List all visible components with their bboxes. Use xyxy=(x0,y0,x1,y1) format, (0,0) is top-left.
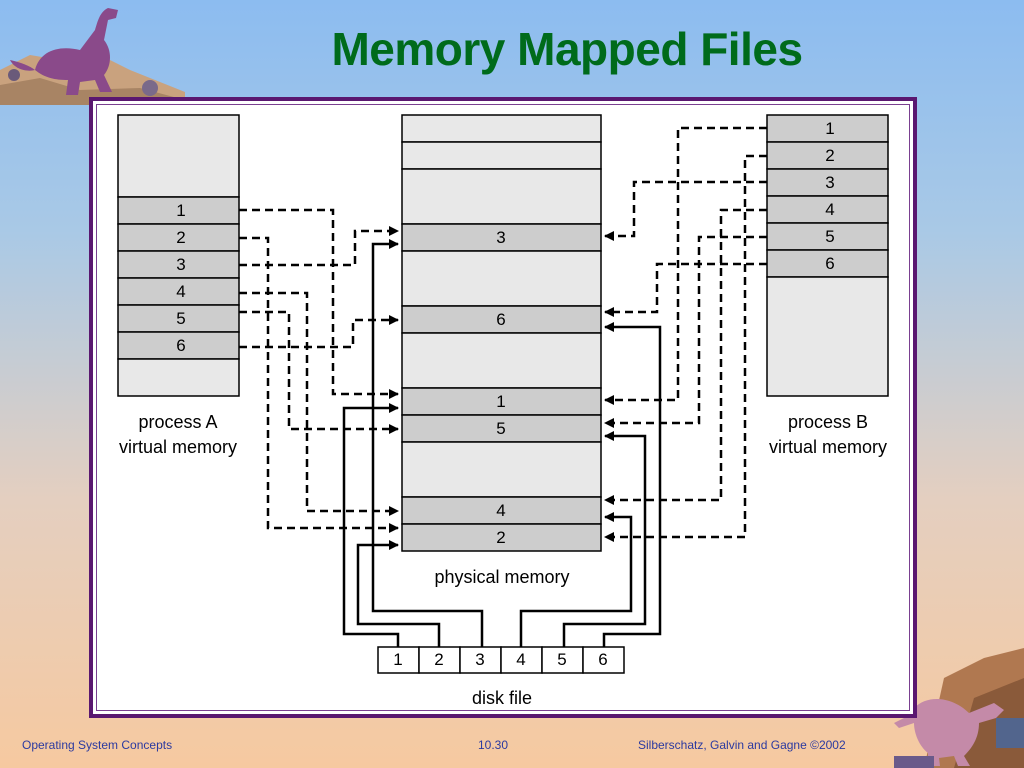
physical-frame-4: 4 xyxy=(401,496,602,525)
process-b-page-label: 6 xyxy=(825,254,834,273)
dinosaur-bottom-right-icon xyxy=(894,648,1024,768)
mapping-a6-to-frame6 xyxy=(239,315,399,349)
process-a-sublabel: virtual memory xyxy=(119,437,237,457)
process-b-page-3: 3 xyxy=(766,168,889,197)
process-a-page-label: 5 xyxy=(176,309,185,328)
mapping-a2-to-frame2 xyxy=(239,236,399,533)
process-a-page-4: 4 xyxy=(117,277,240,306)
physical-frame-label: 4 xyxy=(496,501,505,520)
disk-block-label: 6 xyxy=(598,650,607,669)
physical-frame-label: 6 xyxy=(496,310,505,329)
physical-frame-label: 3 xyxy=(496,228,505,247)
mapping-b1-to-frame1 xyxy=(604,126,767,405)
disk-mappings xyxy=(342,239,662,647)
disk-block4-to-frame4 xyxy=(519,512,633,647)
disk-block-label: 5 xyxy=(557,650,566,669)
disk-block-4: 4 xyxy=(500,646,543,674)
physical-frame-empty xyxy=(401,250,602,307)
footer-left-text: Operating System Concepts xyxy=(22,738,173,752)
process-b-page-6: 6 xyxy=(766,249,889,278)
footer-page-number: 10.30 xyxy=(478,738,509,752)
disk-block6-to-frame6 xyxy=(602,322,662,647)
disk-block-5: 5 xyxy=(541,646,584,674)
physical-frame-3: 3 xyxy=(401,223,602,252)
process-b-sublabel: virtual memory xyxy=(769,437,887,457)
process-a-page-1: 1 xyxy=(117,196,240,225)
process-b-label: process B xyxy=(788,412,868,432)
process-b-page-label: 1 xyxy=(825,119,834,138)
process-a-page-label: 6 xyxy=(176,336,185,355)
mapping-a1-to-frame1 xyxy=(239,208,399,399)
physical-frame-empty xyxy=(401,168,602,225)
disk-block-3: 3 xyxy=(459,646,502,674)
disk-block-1: 1 xyxy=(377,646,420,674)
process-b-empty-bottom xyxy=(766,276,889,397)
process-b-memory: 1 2 3 4 5 6 process B virtual memory xyxy=(766,114,889,457)
disk-block3-to-frame3 xyxy=(371,239,484,647)
mapping-b3-to-frame3 xyxy=(604,180,767,241)
process-b-mappings xyxy=(604,126,767,542)
process-a-label: process A xyxy=(138,412,217,432)
physical-memory-label: physical memory xyxy=(434,567,569,587)
process-b-page-4: 4 xyxy=(766,195,889,224)
slide-title: Memory Mapped Files xyxy=(331,23,803,75)
physical-frame-label: 5 xyxy=(496,419,505,438)
process-b-page-label: 2 xyxy=(825,146,834,165)
process-a-page-label: 3 xyxy=(176,255,185,274)
disk-block-label: 1 xyxy=(393,650,402,669)
process-b-page-1: 1 xyxy=(766,114,889,143)
mapping-b5-to-frame5 xyxy=(604,235,767,428)
process-a-page-label: 4 xyxy=(176,282,185,301)
process-a-page-2: 2 xyxy=(117,223,240,252)
physical-frame-2: 2 xyxy=(401,523,602,552)
mapping-b2-to-frame2 xyxy=(604,154,767,542)
mapping-b4-to-frame4 xyxy=(604,208,767,505)
disk-file-label: disk file xyxy=(472,688,532,708)
process-b-page-label: 4 xyxy=(825,200,834,219)
process-a-page-label: 2 xyxy=(176,228,185,247)
process-b-page-label: 3 xyxy=(825,173,834,192)
physical-frame-empty xyxy=(401,332,602,389)
disk-block2-to-frame2 xyxy=(356,540,441,647)
physical-memory: 3 6 1 5 4 2 physical memory xyxy=(401,114,602,587)
physical-frame-empty xyxy=(401,441,602,498)
mapping-a3-to-frame3 xyxy=(239,226,399,267)
mapping-a4-to-frame4 xyxy=(239,291,399,516)
physical-frame-label: 2 xyxy=(496,528,505,547)
footer-right-text: Silberschatz, Galvin and Gagne ©2002 xyxy=(638,738,846,752)
mapping-b6-to-frame6 xyxy=(604,262,767,317)
diagram-frame-inner xyxy=(96,104,910,711)
physical-frame-5: 5 xyxy=(401,414,602,443)
process-a-page-3: 3 xyxy=(117,250,240,279)
physical-frame-empty xyxy=(401,114,602,143)
disk-block-label: 3 xyxy=(475,650,484,669)
disk-block5-to-frame5 xyxy=(562,431,647,647)
process-a-empty-top xyxy=(117,114,240,198)
disk-block-label: 4 xyxy=(516,650,525,669)
process-b-page-label: 5 xyxy=(825,227,834,246)
disk-block-6: 6 xyxy=(582,646,625,674)
physical-frame-6: 6 xyxy=(401,305,602,334)
process-a-page-6: 6 xyxy=(117,331,240,360)
process-a-page-5: 5 xyxy=(117,304,240,333)
disk-file: 1 2 3 4 5 6 disk file xyxy=(377,646,625,708)
process-a-memory: 1 2 3 4 5 6 process A virtual memory xyxy=(117,114,240,457)
disk-block-label: 2 xyxy=(434,650,443,669)
physical-frame-1: 1 xyxy=(401,387,602,416)
process-b-page-5: 5 xyxy=(766,222,889,251)
disk-block1-to-frame1 xyxy=(342,403,400,647)
process-a-empty-bottom xyxy=(117,358,240,397)
physical-frame-label: 1 xyxy=(496,392,505,411)
process-b-page-2: 2 xyxy=(766,141,889,170)
disk-block-2: 2 xyxy=(418,646,461,674)
physical-frame-empty xyxy=(401,141,602,170)
process-a-page-label: 1 xyxy=(176,201,185,220)
title-area: Memory Mapped Files xyxy=(0,0,1024,90)
